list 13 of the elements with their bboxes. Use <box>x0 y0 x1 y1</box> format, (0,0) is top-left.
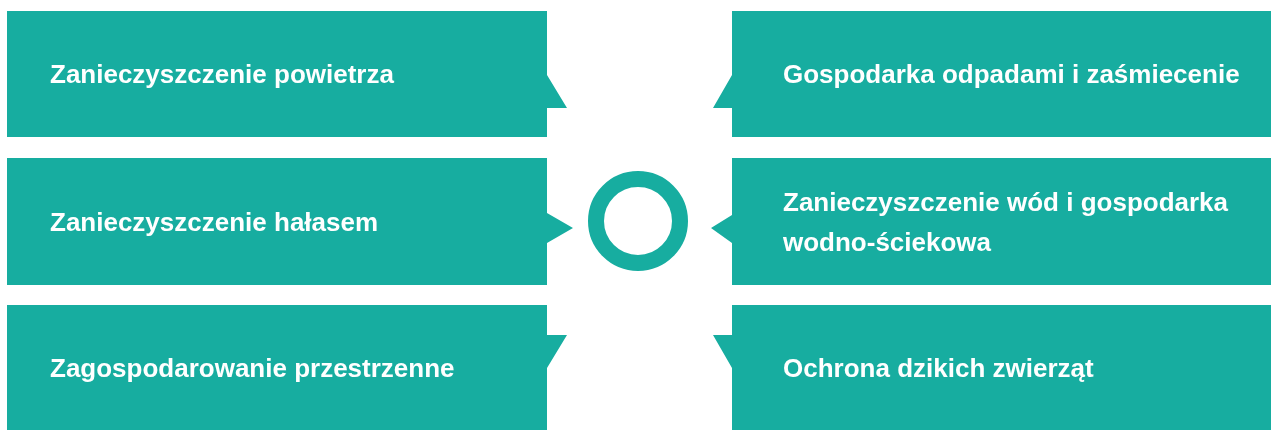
callout-box <box>7 11 567 137</box>
box-label: Ochrona dzikich zwierząt <box>783 351 1095 385</box>
callout-box <box>711 158 1271 285</box>
callout-box <box>7 305 567 430</box>
callout-box <box>7 158 573 285</box>
callout-box <box>713 11 1271 137</box>
box-label: Zagospodarowanie przestrzenne <box>50 351 456 385</box>
ring <box>588 171 688 271</box>
callout-box <box>713 305 1271 430</box>
box-label: Zanieczyszczenie wód i gospodarka wodno-ściekowa <box>783 185 1230 259</box>
box-label: Gospodarka odpadami i zaśmiecenie <box>783 58 1241 91</box>
box-label: Zanieczyszczenie hałasem <box>50 205 380 239</box>
box-label: Zanieczyszczenie powietrza <box>50 58 395 91</box>
